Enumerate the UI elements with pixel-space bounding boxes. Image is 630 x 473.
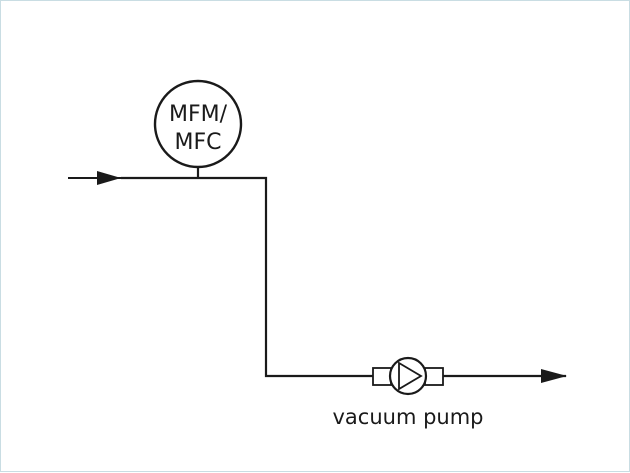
gauge-label-line1: MFM/ — [169, 102, 228, 127]
outlet-arrow — [443, 369, 567, 383]
mfm-mfc-gauge: MFM/ MFC — [153, 79, 243, 169]
inlet-arrow — [68, 171, 121, 185]
pump-label: vacuum pump — [332, 405, 483, 429]
vacuum-pump-icon — [372, 356, 444, 396]
pipe-line — [121, 176, 373, 378]
gauge-label-line2: MFC — [175, 130, 222, 155]
